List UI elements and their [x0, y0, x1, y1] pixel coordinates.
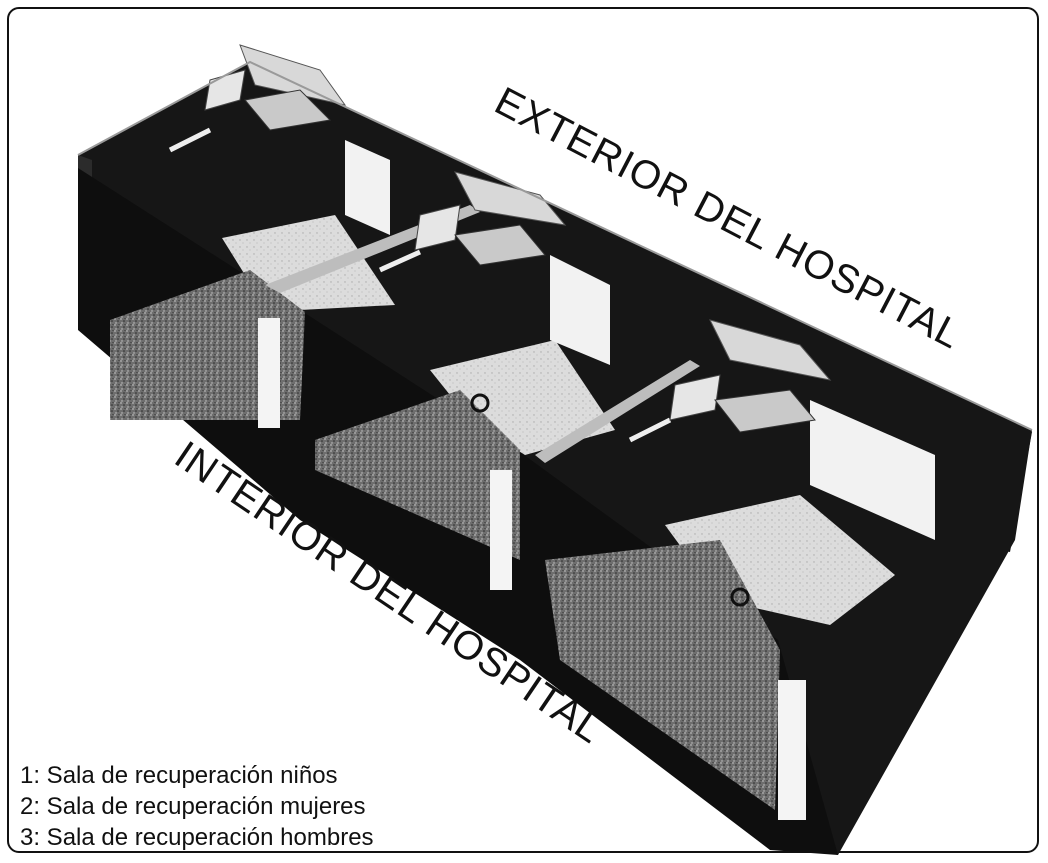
room-3-floor-dark: [545, 540, 780, 810]
room-legend: 1: Sala de recuperación niños 2: Sala de…: [20, 760, 374, 853]
room-3-window: [810, 400, 935, 540]
room-3-hook: [730, 587, 750, 607]
room-2-hook: [470, 393, 490, 413]
room-1-floor-dark: [110, 270, 305, 420]
room-1: [110, 44, 395, 428]
room-3-bed-bar: [628, 417, 672, 443]
room-3-door: [778, 680, 806, 820]
room-2-bed-bar: [378, 249, 422, 273]
room-1-door: [258, 318, 280, 428]
legend-item-2: 2: Sala de recuperación mujeres: [20, 793, 366, 820]
room-1-window: [345, 140, 390, 235]
room-2-window: [550, 255, 610, 365]
legend-item-3: 3: Sala de recuperación hombres: [20, 824, 374, 851]
room-2-roof-unit: [414, 171, 567, 266]
room-1-bed-bar: [168, 127, 212, 153]
partition-2-3: [535, 360, 700, 463]
room-2-door: [490, 470, 512, 590]
room-3: [545, 319, 935, 820]
room-2: [315, 171, 615, 590]
top-rim: [77, 60, 1033, 431]
room-2-floor-light: [430, 340, 615, 455]
room-3-roof-unit: [669, 319, 832, 433]
room-2-floor-dark: [315, 390, 520, 560]
legend-item-1: 1: Sala de recuperación niños: [20, 762, 338, 789]
